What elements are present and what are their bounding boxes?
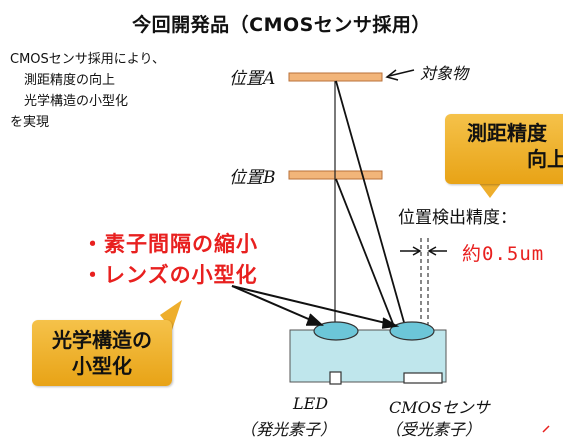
object-pointer-head: [385, 69, 399, 81]
lens-left: [313, 321, 359, 341]
callout-optics: 光学構造の 小型化: [32, 320, 172, 386]
callout-precision-line-1: 測距精度: [467, 121, 547, 145]
object-pointer-line: [388, 69, 415, 77]
feature-arrowhead-2: [381, 317, 400, 329]
callout-precision-line-2: 向上: [527, 147, 563, 171]
precision-arrowhead-left: [412, 246, 422, 256]
precision-arrowhead-right: [427, 246, 437, 256]
led-sublabel: （発光素子）: [240, 420, 337, 439]
feature-arrow-2: [231, 285, 395, 326]
callout-optics-line-1: 光学構造の: [52, 328, 152, 352]
cmos-label: CMOSセンサ: [389, 398, 490, 417]
callout-left-tail: [160, 300, 182, 330]
cmos-sublabel: （受光素子）: [385, 420, 482, 439]
plate-position-a: [288, 72, 383, 82]
led-label: LED: [293, 394, 329, 413]
feature-1: ・素子間隔の縮小: [82, 232, 258, 256]
callout-precision: 測距精度 向上: [445, 114, 563, 184]
lens-right: [389, 321, 435, 341]
precision-label: 位置検出精度：: [398, 208, 517, 228]
callout-optics-line-2: 小型化: [72, 354, 132, 378]
precision-value: 約0.5um: [462, 243, 545, 265]
intro-line-4: を実現: [10, 115, 50, 130]
red-mark: [542, 425, 550, 433]
position-a-label: 位置A: [229, 69, 276, 89]
feature-arrowhead-1: [306, 313, 324, 326]
intro-line-2: 測距精度の向上: [24, 73, 116, 88]
callout-right-tail: [478, 182, 502, 198]
object-label: 対象物: [420, 64, 469, 83]
feature-arrow-1: [231, 285, 321, 325]
page-title: 今回開発品（CMOSセンサ採用）: [132, 14, 431, 36]
intro-line-3: 光学構造の小型化: [24, 94, 129, 109]
feature-2: ・レンズの小型化: [82, 263, 258, 287]
position-b-label: 位置B: [229, 168, 276, 188]
led-element: [329, 371, 342, 385]
cmos-element: [403, 372, 443, 384]
intro-line-1: CMOSセンサ採用により、: [10, 52, 165, 67]
